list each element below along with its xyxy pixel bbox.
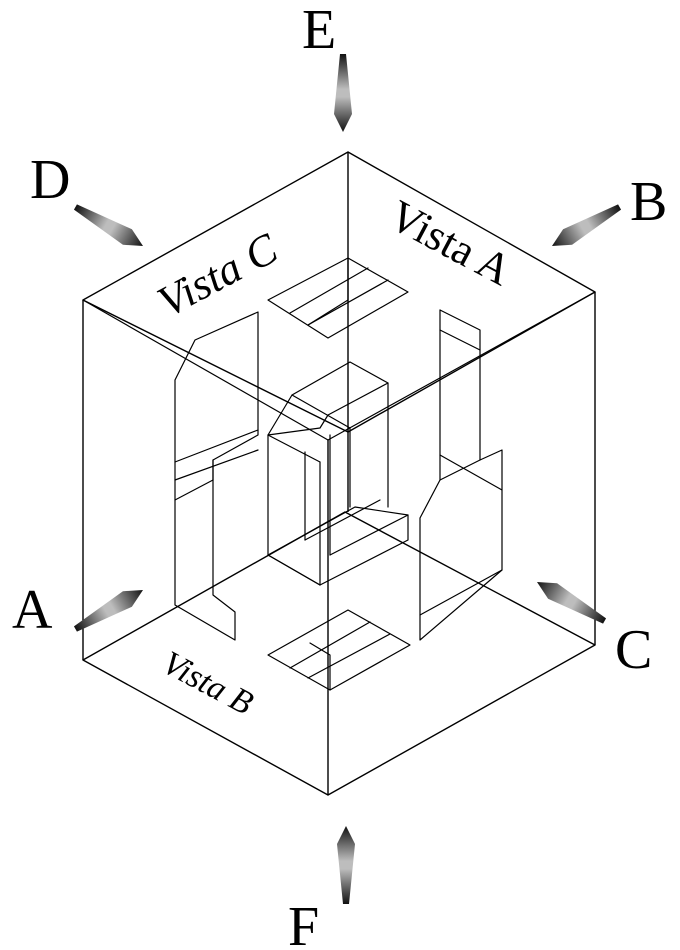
projection-right-wall bbox=[419, 309, 503, 641]
projection-left-wall bbox=[174, 311, 259, 641]
face-label-vista-c: Vista C bbox=[150, 223, 286, 326]
arrow-f-icon bbox=[337, 826, 355, 904]
box-inner-diagonal-2 bbox=[327, 291, 596, 441]
direction-label-f: F bbox=[288, 896, 319, 950]
arrow-d-icon bbox=[70, 199, 148, 254]
arrow-e-icon bbox=[334, 54, 352, 132]
arrow-c-icon bbox=[532, 574, 610, 629]
box-inner-diagonal-1 bbox=[82, 299, 329, 441]
direction-label-b: B bbox=[630, 171, 667, 233]
central-solid bbox=[267, 361, 409, 586]
direction-label-c: C bbox=[615, 619, 652, 681]
box-bottom-face bbox=[82, 511, 596, 796]
projection-top-face bbox=[267, 257, 409, 339]
direction-label-a: A bbox=[12, 579, 53, 641]
direction-label-d: D bbox=[30, 149, 70, 211]
face-label-vista-b: Vista B bbox=[156, 644, 259, 722]
arrow-b-icon bbox=[547, 199, 625, 254]
glass-box-frame bbox=[82, 151, 596, 796]
face-label-vista-a: Vista A bbox=[381, 191, 519, 296]
direction-label-e: E bbox=[302, 0, 336, 61]
projection-bottom-face bbox=[267, 609, 411, 691]
